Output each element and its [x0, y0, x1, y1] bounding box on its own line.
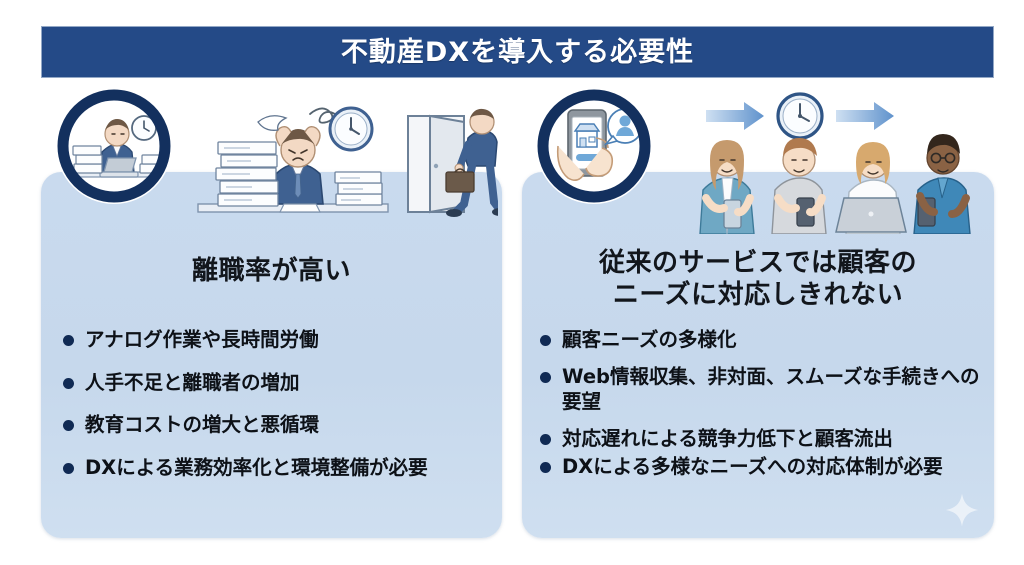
- bullet-dot-icon: [63, 420, 74, 432]
- bullet-label: 教育コストの増大と悪循環: [85, 413, 320, 437]
- bullet-dot-icon: [63, 335, 74, 346]
- bullet-label: 顧客ニーズの多様化: [562, 328, 737, 351]
- panel-left-bullet-list: アナログ作業や長時間労働 人手不足と離職者の増加 教育コストの増大と悪循環 DX…: [41, 327, 502, 498]
- bullet-label: 人手不足と離職者の増加: [85, 370, 300, 394]
- list-item: 対応遅れによる競争力低下と顧客流出: [540, 426, 984, 452]
- bullet-label: Web情報収集、非対面、スムーズな手続きへの要望: [562, 364, 980, 414]
- panel-right: 従来のサービスでは顧客の ニーズに対応しきれない 顧客ニーズの多様化 Web情報…: [522, 172, 994, 538]
- arrow-right-icon: [706, 102, 764, 130]
- list-item: 教育コストの増大と悪循環: [63, 412, 488, 438]
- list-item: 人手不足と離職者の増加: [63, 370, 488, 396]
- bullet-dot-icon: [540, 461, 551, 473]
- list-item: アナログ作業や長時間労働: [63, 327, 488, 353]
- sparkle-decoration-icon: [945, 493, 979, 527]
- flying-paper-icon: [258, 115, 286, 131]
- shop-icon: [573, 123, 601, 148]
- bullet-dot-icon: [63, 463, 74, 475]
- bullet-label: 対応遅れによる競争力低下と顧客流出: [562, 427, 893, 451]
- list-item: 顧客ニーズの多様化: [540, 327, 984, 353]
- bullet-label: アナログ作業や長時間労働: [85, 328, 319, 351]
- panel-right-heading-line-2: ニーズに対応しきれない: [612, 279, 904, 310]
- panel-left-heading: 離職率が高い: [191, 256, 351, 286]
- bullet-dot-icon: [540, 335, 551, 346]
- panel-right-bullet-list: 顧客ニーズの多様化 Web情報収集、非対面、スムーズな手続きへの要望 対応遅れに…: [522, 327, 994, 491]
- panel-right-heading-line-1: 従来のサービスでは顧客の: [598, 248, 917, 278]
- bullet-label: DXによる業務効率化と環境整備が必要: [85, 456, 428, 480]
- slide-title-bar: 不動産DXを導入する必要性: [41, 26, 994, 78]
- bullet-dot-icon: [63, 377, 74, 389]
- list-item: DXによる多様なニーズへの対応体制が必要: [540, 454, 984, 480]
- bullet-dot-icon: [540, 434, 551, 446]
- panel-right-heading: 従来のサービスでは顧客の ニーズに対応しきれない: [522, 248, 994, 311]
- wall-clock-icon: [328, 106, 374, 152]
- panel-left: 離職率が高い アナログ作業や長時間労働 人手不足と離職者の増加 教育コストの増大…: [41, 172, 502, 538]
- arrow-right-icon: [836, 102, 894, 130]
- wall-clock-icon: [776, 92, 824, 140]
- list-item: DXによる業務効率化と環境整備が必要: [63, 455, 488, 481]
- page-title: 不動産DXを導入する必要性: [340, 36, 695, 68]
- bullet-label: DXによる多様なニーズへの対応体制が必要: [562, 454, 943, 478]
- list-item: Web情報収集、非対面、スムーズな手続きへの要望: [540, 364, 984, 415]
- bullet-dot-icon: [540, 371, 551, 383]
